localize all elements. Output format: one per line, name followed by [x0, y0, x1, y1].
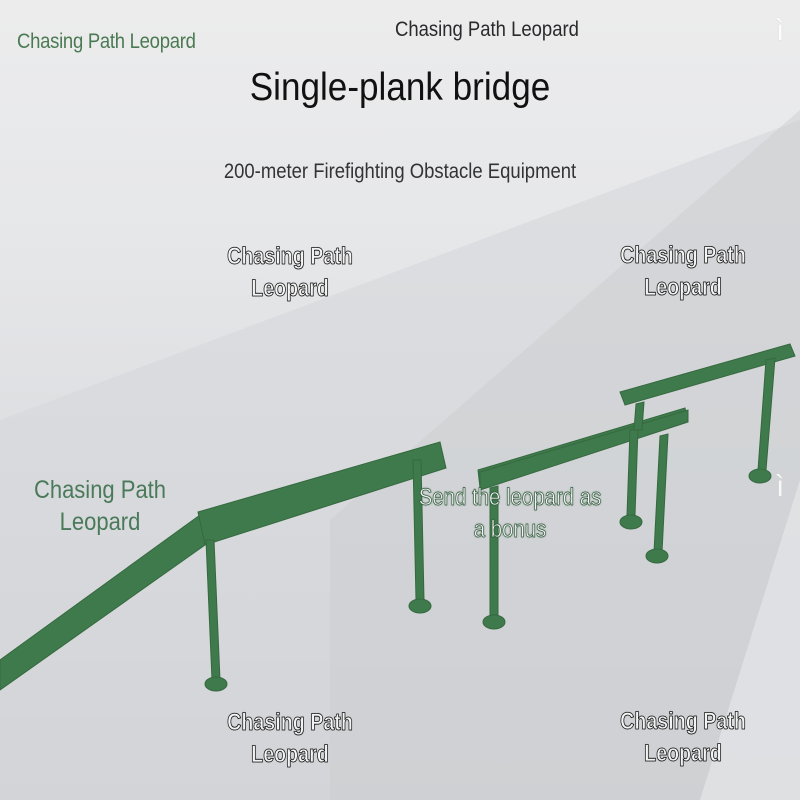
- watermark-upper-right: Chasing Path Leopard: [620, 242, 746, 302]
- watermark-bottom-left: Chasing Path Leopard: [227, 709, 353, 769]
- stick-figure-icon: ì: [776, 14, 785, 47]
- stick-figure-icon: ì: [776, 470, 785, 503]
- page-subtitle: 200-meter Firefighting Obstacle Equipmen…: [223, 160, 577, 183]
- watermark-top-center: Chasing Path Leopard: [395, 18, 579, 41]
- bonus-promo-text: Send the leopard as a bonus: [418, 484, 602, 544]
- watermark-mid-left: Chasing Path Leopard: [33, 476, 167, 536]
- watermark-top-left: Chasing Path Leopard: [17, 30, 196, 53]
- watermark-upper-left: Chasing Path Leopard: [227, 243, 353, 303]
- page-title: Single-plank bridge: [249, 66, 551, 109]
- watermark-bottom-right: Chasing Path Leopard: [620, 708, 746, 768]
